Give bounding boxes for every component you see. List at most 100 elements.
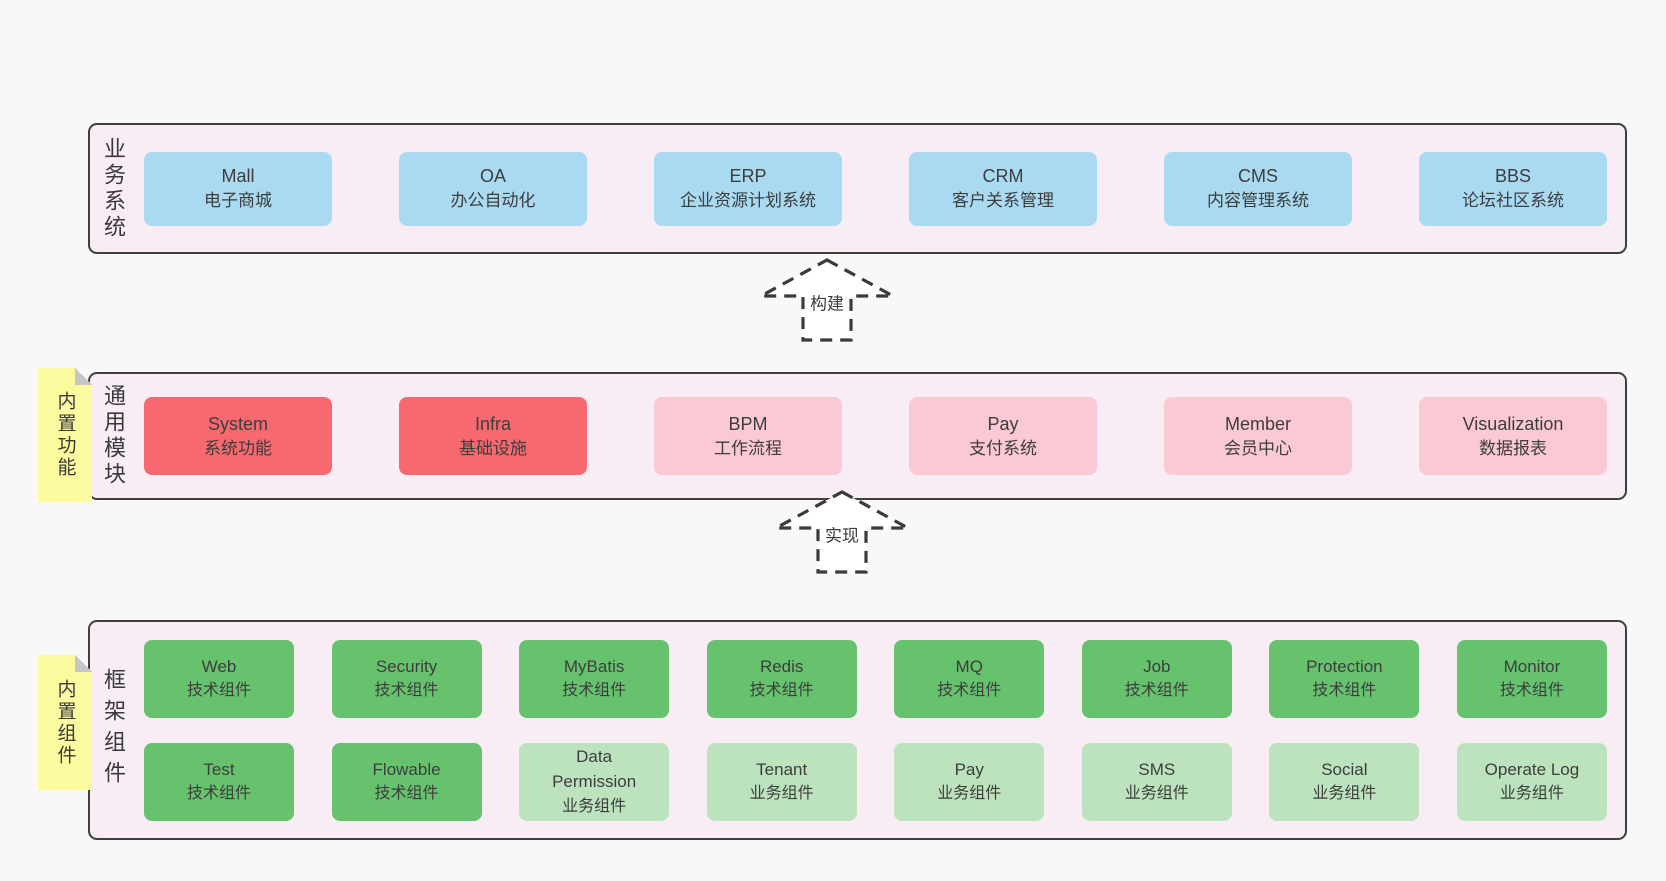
box-title: Protection bbox=[1306, 656, 1383, 676]
box-title: Job bbox=[1143, 656, 1171, 676]
box-test: Test 技术组件 bbox=[144, 742, 294, 821]
box-subtitle: 论坛社区系统 bbox=[1462, 191, 1564, 211]
common-modules-row: System 系统功能 Infra 基础设施 BPM 工作流程 Pay 支付系统… bbox=[144, 397, 1607, 475]
box-title: CMS bbox=[1238, 166, 1278, 187]
sticky-built-in-features: 内置功能 bbox=[38, 368, 92, 502]
box-title: BBS bbox=[1494, 166, 1532, 187]
sticky-fold-corner bbox=[75, 655, 92, 672]
box-protection: Protection 技术组件 bbox=[1269, 639, 1420, 718]
box-sms: SMS 业务组件 bbox=[1081, 742, 1232, 821]
box-subtitle: 业务组件 bbox=[1499, 785, 1564, 803]
box-title: Member bbox=[1224, 413, 1291, 434]
box-pay-component: Pay 业务组件 bbox=[894, 742, 1045, 821]
box-pay-module: Pay 支付系统 bbox=[909, 397, 1097, 475]
box-title: Pay bbox=[954, 759, 984, 779]
box-bpm: BPM 工作流程 bbox=[654, 397, 842, 475]
band-label-common-modules: 通用模块 bbox=[101, 384, 126, 488]
box-flowable: Flowable 技术组件 bbox=[331, 742, 482, 821]
box-subtitle: 系统功能 bbox=[204, 438, 272, 458]
box-title: Tenant bbox=[756, 759, 808, 779]
box-title: Mall bbox=[221, 166, 255, 187]
box-subtitle: 技术组件 bbox=[1499, 682, 1564, 700]
box-subtitle: 技术组件 bbox=[374, 682, 439, 700]
box-subtitle: 客户关系管理 bbox=[952, 191, 1054, 211]
box-title: Monitor bbox=[1503, 656, 1561, 676]
box-erp: ERP 企业资源计划系统 bbox=[654, 151, 842, 226]
box-title: Data Permission bbox=[552, 747, 637, 791]
box-member: Member 会员中心 bbox=[1164, 397, 1352, 475]
box-web: Web 技术组件 bbox=[144, 639, 294, 718]
box-operate-log: Operate Log 业务组件 bbox=[1456, 742, 1607, 821]
framework-components-row-2: Test 技术组件 Flowable 技术组件 Data Permission … bbox=[144, 742, 1607, 821]
box-data-permission: Data Permission 业务组件 bbox=[519, 742, 670, 821]
box-subtitle: 技术组件 bbox=[562, 682, 627, 700]
box-subtitle: 会员中心 bbox=[1224, 438, 1292, 458]
sticky-fold-corner bbox=[75, 368, 92, 385]
box-subtitle: 业务组件 bbox=[562, 797, 627, 815]
box-monitor: Monitor 技术组件 bbox=[1456, 639, 1607, 718]
box-title: MyBatis bbox=[563, 656, 625, 676]
business-systems-row: Mall 电子商城 OA 办公自动化 ERP 企业资源计划系统 CRM 客户关系… bbox=[144, 151, 1607, 226]
framework-components-row-1: Web 技术组件 Security 技术组件 MyBatis 技术组件 Redi… bbox=[144, 639, 1607, 718]
box-subtitle: 支付系统 bbox=[969, 438, 1037, 458]
box-oa: OA 办公自动化 bbox=[399, 151, 587, 226]
box-title: Infra bbox=[474, 413, 512, 434]
box-title: Redis bbox=[759, 656, 804, 676]
box-subtitle: 工作流程 bbox=[714, 438, 782, 458]
box-title: Visualization bbox=[1462, 413, 1564, 434]
box-mq: MQ 技术组件 bbox=[894, 639, 1045, 718]
box-title: Operate Log bbox=[1484, 759, 1580, 779]
box-subtitle: 内容管理系统 bbox=[1207, 191, 1309, 211]
box-subtitle: 业务组件 bbox=[1124, 785, 1189, 803]
band-common-modules: 通用模块 System 系统功能 Infra 基础设施 BPM 工作流程 Pay… bbox=[88, 372, 1627, 500]
band-label-framework-components: 框架组件 bbox=[101, 668, 126, 792]
arrow-implement-label: 实现 bbox=[820, 519, 864, 549]
sticky-paper bbox=[38, 655, 92, 790]
sticky-built-in-components: 内置组件 bbox=[38, 655, 92, 790]
box-tenant: Tenant 业务组件 bbox=[706, 742, 857, 821]
box-subtitle: 电子商城 bbox=[204, 191, 272, 211]
box-subtitle: 技术组件 bbox=[1124, 682, 1189, 700]
box-title: Pay bbox=[987, 413, 1019, 434]
arrow-implement: 实现 bbox=[772, 488, 912, 576]
box-subtitle: 技术组件 bbox=[374, 785, 439, 803]
box-system: System 系统功能 bbox=[144, 397, 332, 475]
box-infra: Infra 基础设施 bbox=[399, 397, 587, 475]
box-social: Social 业务组件 bbox=[1269, 742, 1420, 821]
box-subtitle: 技术组件 bbox=[749, 682, 814, 700]
box-subtitle: 办公自动化 bbox=[450, 191, 536, 211]
box-subtitle: 技术组件 bbox=[186, 682, 251, 700]
box-subtitle: 业务组件 bbox=[937, 785, 1002, 803]
box-subtitle: 业务组件 bbox=[749, 785, 814, 803]
box-security: Security 技术组件 bbox=[331, 639, 482, 718]
box-title: Test bbox=[203, 759, 235, 779]
band-framework-components: 框架组件 Web 技术组件 Security 技术组件 MyBatis 技术组件… bbox=[88, 620, 1627, 840]
box-subtitle: 技术组件 bbox=[937, 682, 1002, 700]
box-mall: Mall 电子商城 bbox=[144, 151, 332, 226]
box-title: OA bbox=[479, 166, 506, 187]
box-mybatis: MyBatis 技术组件 bbox=[519, 639, 670, 718]
box-subtitle: 技术组件 bbox=[1312, 682, 1377, 700]
sticky-label: 内置组件 bbox=[54, 678, 76, 767]
box-title: CRM bbox=[982, 166, 1024, 187]
box-bbs: BBS 论坛社区系统 bbox=[1419, 151, 1607, 226]
box-title: Social bbox=[1321, 759, 1368, 779]
box-subtitle: 技术组件 bbox=[186, 785, 251, 803]
sticky-paper bbox=[38, 368, 92, 502]
arrow-build: 构建 bbox=[757, 256, 897, 344]
box-subtitle: 业务组件 bbox=[1312, 785, 1377, 803]
box-job: Job 技术组件 bbox=[1081, 639, 1232, 718]
box-subtitle: 企业资源计划系统 bbox=[680, 191, 816, 211]
box-subtitle: 基础设施 bbox=[459, 438, 527, 458]
box-title: Security bbox=[375, 656, 438, 676]
box-title: MQ bbox=[955, 656, 983, 676]
box-title: ERP bbox=[729, 166, 767, 187]
sticky-label: 内置功能 bbox=[54, 391, 76, 479]
box-title: BPM bbox=[728, 413, 768, 434]
box-title: System bbox=[207, 413, 268, 434]
box-cms: CMS 内容管理系统 bbox=[1164, 151, 1352, 226]
arrow-build-label: 构建 bbox=[805, 287, 849, 317]
box-visualization: Visualization 数据报表 bbox=[1419, 397, 1607, 475]
box-title: Flowable bbox=[372, 759, 441, 779]
